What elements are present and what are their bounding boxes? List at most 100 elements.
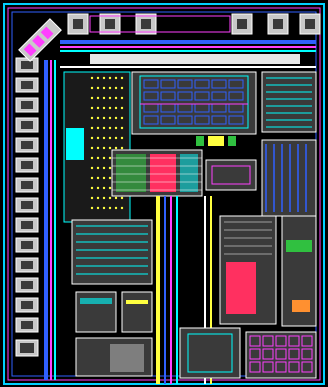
right-block-top (261, 71, 317, 133)
dot (102, 196, 106, 200)
array-cell (177, 79, 193, 89)
right-lower-block (219, 215, 277, 325)
dot (114, 96, 118, 100)
bottom-cell (275, 361, 287, 373)
dot (114, 126, 118, 130)
array-cell (211, 91, 227, 101)
dot (90, 196, 94, 200)
dot (120, 136, 124, 140)
dot (90, 166, 94, 170)
dot (114, 206, 118, 210)
dot (90, 86, 94, 90)
left-pad-core (21, 61, 33, 69)
dot (114, 136, 118, 140)
dot (102, 166, 106, 170)
left-power-bus (44, 60, 56, 380)
dot (120, 196, 124, 200)
dot (120, 96, 124, 100)
dot (120, 106, 124, 110)
array-cell (177, 115, 193, 125)
dot (102, 206, 106, 210)
array-cell (194, 79, 210, 89)
left-pad-core (21, 281, 33, 289)
dot (90, 116, 94, 120)
bottom-cell (249, 361, 261, 373)
right-block-mid (261, 139, 317, 217)
dot (96, 136, 100, 140)
bottom-left-blocks (75, 291, 153, 377)
bottom-cell (288, 348, 300, 360)
array-cell (228, 115, 244, 125)
dot (102, 116, 106, 120)
dot (102, 146, 106, 150)
dot (102, 96, 106, 100)
dot (120, 126, 124, 130)
dot (114, 196, 118, 200)
array-cell (160, 79, 176, 89)
array-cell (160, 91, 176, 101)
bottom-cell (262, 361, 274, 373)
array-cell (177, 91, 193, 101)
bottom-cell (262, 335, 274, 347)
array-cell (194, 91, 210, 101)
bottom-cell (288, 361, 300, 373)
vertical-routing (156, 196, 212, 384)
dot (96, 156, 100, 160)
dot (90, 136, 94, 140)
dot (96, 206, 100, 210)
left-pad-core (21, 181, 33, 189)
dot (96, 186, 100, 190)
dot (90, 176, 94, 180)
left-pad-core (21, 161, 33, 169)
dot (90, 206, 94, 210)
far-right-block (281, 215, 317, 327)
array-block-top (131, 71, 257, 135)
dot (108, 106, 112, 110)
dot (102, 86, 106, 90)
array-cell (211, 115, 227, 125)
top-pad-core (273, 19, 283, 29)
dot (102, 126, 106, 130)
bottom-cell (275, 348, 287, 360)
bottom-cell (275, 335, 287, 347)
bottom-cell (262, 348, 274, 360)
dot (120, 206, 124, 210)
dot (120, 76, 124, 80)
dot (108, 186, 112, 190)
bottom-cell (288, 335, 300, 347)
dot (90, 96, 94, 100)
dot (108, 146, 112, 150)
top-pad-core (141, 19, 151, 29)
bottom-cell (301, 335, 313, 347)
dot (114, 146, 118, 150)
dot (108, 196, 112, 200)
left-pad-core (21, 101, 33, 109)
dot (108, 116, 112, 120)
dot (96, 76, 100, 80)
center-small-block (205, 159, 257, 191)
array-cell (143, 91, 159, 101)
array-cell (194, 115, 210, 125)
dot (90, 146, 94, 150)
dot (102, 176, 106, 180)
left-pad-core (21, 241, 33, 249)
dot (108, 206, 112, 210)
top-pad-ring (89, 15, 231, 33)
dot (108, 86, 112, 90)
left-pad-core (21, 321, 33, 329)
array-cell (228, 79, 244, 89)
dot (96, 116, 100, 120)
dot (96, 166, 100, 170)
dot (96, 96, 100, 100)
bottom-cell (249, 348, 261, 360)
dot (102, 156, 106, 160)
mid-logic-block (111, 149, 203, 197)
dot (114, 116, 118, 120)
bottom-center-blocks (179, 327, 317, 379)
array-cell (211, 79, 227, 89)
dot (96, 86, 100, 90)
dot (90, 126, 94, 130)
dot (102, 106, 106, 110)
